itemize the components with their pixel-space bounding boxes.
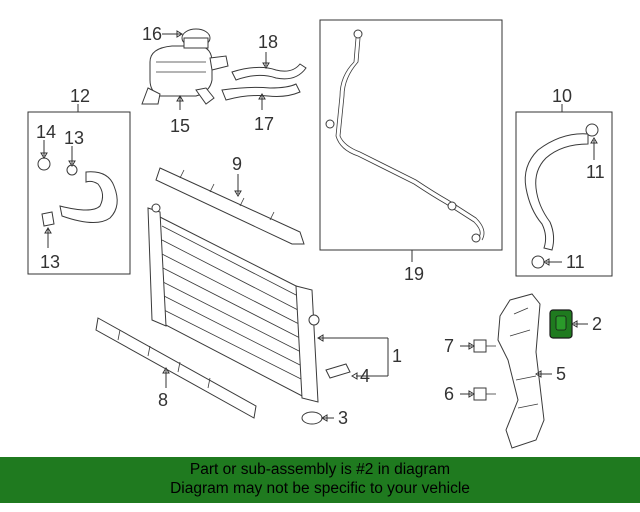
parts-diagram: 16 18 15 17 12 14 13 13 9 19 10 11 11 1 … [27,19,613,449]
callout-5: 5 [556,364,566,384]
grommet-3[interactable] [301,411,323,425]
bolt-6[interactable] [473,387,496,401]
clip-13-top[interactable] [66,164,78,176]
bolt-7[interactable] [473,339,496,353]
group-box-19 [319,19,503,251]
callout-12: 12 [70,86,90,106]
callout-2: 2 [592,314,602,334]
callout-15: 15 [170,116,190,136]
lower-deflector-8[interactable] [95,317,257,419]
callout-18: 18 [258,32,278,52]
callout-8: 8 [158,390,168,410]
callout-1: 1 [392,346,402,366]
group-box-10 [515,111,613,277]
callout-10: 10 [552,86,572,106]
callout-13-top: 13 [64,128,84,148]
callout-7: 7 [444,336,454,356]
callout-17: 17 [254,114,274,134]
reservoir-cap[interactable] [181,28,211,49]
hose-clamp-14[interactable] [37,157,51,171]
callout-9: 9 [232,154,242,174]
callout-13-bottom: 13 [40,252,60,272]
part-2-highlighted[interactable] [549,309,573,339]
banner-line-1: Part or sub-assembly is #2 in diagram [189,461,451,478]
side-bracket-5[interactable] [497,293,545,449]
callout-3: 3 [338,408,348,428]
callout-4: 4 [360,366,370,386]
hose-17[interactable] [221,83,301,101]
callout-11-bottom: 11 [566,252,585,272]
banner-line-2: Diagram may not be specific to your vehi… [170,480,470,497]
clip-13-bottom[interactable] [41,211,55,227]
hose-12[interactable] [59,171,118,223]
group-box-12 [27,111,131,275]
hose-10[interactable] [524,133,589,251]
drain-plug-4[interactable] [325,363,351,379]
callout-14: 14 [36,122,56,142]
radiator-1[interactable] [147,203,320,403]
hose-18[interactable] [231,63,307,81]
callout-16: 16 [142,24,162,44]
upper-bracket-9[interactable] [155,167,305,245]
clamp-11-top[interactable] [585,123,599,137]
info-banner: Part or sub-assembly is #2 in diagram Di… [0,457,640,503]
reservoir-tank[interactable] [141,45,229,105]
pipe-19[interactable] [325,29,485,243]
clamp-11-bottom[interactable] [531,255,545,269]
callout-6: 6 [444,384,454,404]
callout-11-top: 11 [586,162,605,182]
callout-19: 19 [404,264,424,284]
